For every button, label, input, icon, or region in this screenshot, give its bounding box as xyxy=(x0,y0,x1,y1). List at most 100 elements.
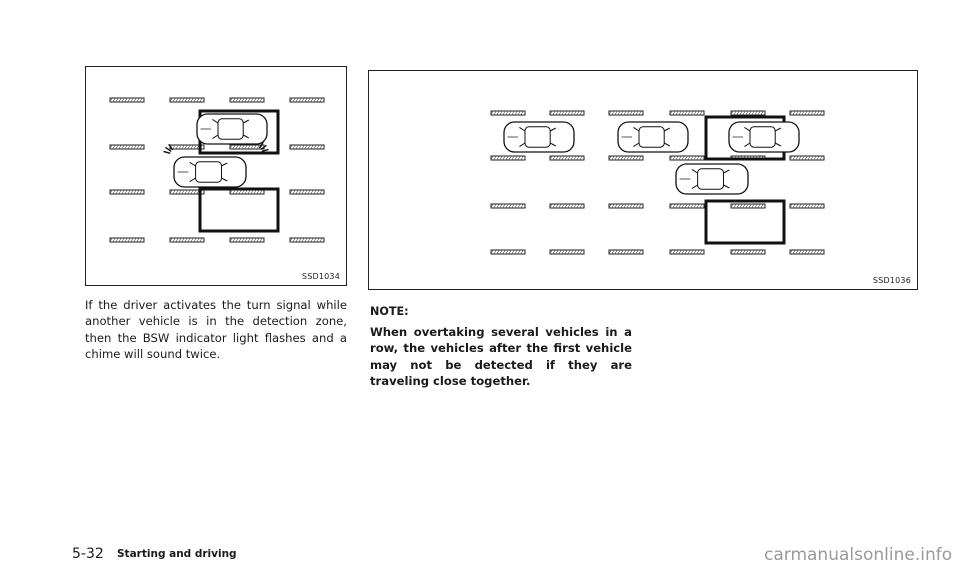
lane-marking-hatch xyxy=(638,111,642,115)
lane-marking-hatch xyxy=(253,190,257,194)
lane-marking-hatch xyxy=(760,111,764,115)
lane-marking-hatch xyxy=(611,250,615,254)
page-number: 5-32 xyxy=(72,546,104,562)
lane-marking-hatch xyxy=(579,250,583,254)
lane-marking-hatch xyxy=(130,98,134,102)
lane-marking-hatch xyxy=(199,238,203,242)
lane-marking-hatch xyxy=(301,145,305,149)
lane-marking xyxy=(789,155,825,161)
lane-marking-hatch xyxy=(745,204,749,208)
lane-marking-hatch xyxy=(564,250,568,254)
lane-marking-hatch xyxy=(736,111,740,115)
lane-marking-hatch xyxy=(819,250,823,254)
lane-marking-hatch xyxy=(292,238,296,242)
lane-marking xyxy=(608,203,644,209)
lane-marking-hatch xyxy=(632,156,636,160)
lane-marking-hatch xyxy=(570,204,574,208)
lane-marking-hatch xyxy=(798,250,802,254)
lane-marking-hatch xyxy=(238,190,242,194)
lane-marking-hatch xyxy=(733,111,737,115)
figure-code: SSD1036 xyxy=(872,276,911,285)
lane-marking-hatch xyxy=(816,111,820,115)
lane-marking-hatch xyxy=(133,98,137,102)
lane-marking-hatch xyxy=(193,238,197,242)
lane-marking-hatch xyxy=(638,204,642,208)
lane-marking-hatch xyxy=(289,145,293,149)
lane-marking-hatch xyxy=(181,238,185,242)
bsw-overtaking-illustration xyxy=(490,110,825,255)
lane-marking-hatch xyxy=(804,204,808,208)
lane-marking-hatch xyxy=(742,111,746,115)
lane-marking-hatch xyxy=(499,156,503,160)
vehicle xyxy=(196,113,268,145)
lane-marking-hatch xyxy=(807,111,811,115)
lane-marking-hatch xyxy=(118,238,122,242)
lane-marking xyxy=(608,110,644,116)
lane-marking xyxy=(490,249,526,255)
turn-signal-flash xyxy=(165,146,172,153)
lane-marking-hatch xyxy=(304,145,308,149)
detection-zone xyxy=(704,199,786,245)
lane-marking-hatch xyxy=(681,111,685,115)
lane-marking-hatch xyxy=(118,145,122,149)
lane-marking-hatch xyxy=(112,238,116,242)
lane-marking-hatch xyxy=(502,250,506,254)
lane-marking-hatch xyxy=(313,238,317,242)
lane-marking-hatch xyxy=(792,156,796,160)
lane-marking-hatch xyxy=(635,250,639,254)
lane-marking-hatch xyxy=(511,204,515,208)
lane-marking-hatch xyxy=(235,145,239,149)
lane-marking-hatch xyxy=(172,145,176,149)
lane-marking-hatch xyxy=(678,204,682,208)
lane-marking-hatch xyxy=(608,250,612,254)
vehicle-windshield xyxy=(633,126,640,132)
lane-marking-hatch xyxy=(751,111,755,115)
lane-marking-hatch xyxy=(635,204,639,208)
lane-marking-hatch xyxy=(684,156,688,160)
lane-marking-hatch xyxy=(190,98,194,102)
vehicle-rear-window xyxy=(774,127,782,132)
lane-marking-hatch xyxy=(561,204,565,208)
lane-marking-hatch xyxy=(517,204,521,208)
lane-marking-hatch xyxy=(115,145,119,149)
lane-marking-hatch xyxy=(810,204,814,208)
lane-marking-hatch xyxy=(115,190,119,194)
lane-marking-hatch xyxy=(687,111,691,115)
lane-marking-hatch xyxy=(632,250,636,254)
lane-marking-hatch xyxy=(573,111,577,115)
lane-marking-hatch xyxy=(795,204,799,208)
lane-marking-hatch xyxy=(579,111,583,115)
lane-marking-hatch xyxy=(520,111,524,115)
lane-marking-hatch xyxy=(804,250,808,254)
lane-marking-hatch xyxy=(229,190,233,194)
lane-marking-hatch xyxy=(127,145,131,149)
lane-marking-hatch xyxy=(319,98,323,102)
vehicle-rear-window xyxy=(221,177,228,182)
lane-marking-hatch xyxy=(256,98,260,102)
lane-marking-hatch xyxy=(699,156,703,160)
lane-marking-hatch xyxy=(635,156,639,160)
lane-marking-hatch xyxy=(136,145,140,149)
lane-marking-hatch xyxy=(745,111,749,115)
lane-marking-hatch xyxy=(567,156,571,160)
lane-marking-hatch xyxy=(789,250,793,254)
lane-marking-hatch xyxy=(499,204,503,208)
lane-marking-hatch xyxy=(289,238,293,242)
lane-marking-hatch xyxy=(112,98,116,102)
lane-marking-hatch xyxy=(244,238,248,242)
lane-marking-hatch xyxy=(496,250,500,254)
lane-marking-hatch xyxy=(490,156,494,160)
lane-marking-hatch xyxy=(193,145,197,149)
lane-marking-hatch xyxy=(298,145,302,149)
lane-marking-hatch xyxy=(496,111,500,115)
lane-marking-hatch xyxy=(511,111,515,115)
lane-marking-hatch xyxy=(250,98,254,102)
lane-marking-hatch xyxy=(564,204,568,208)
lane-marking-hatch xyxy=(316,145,320,149)
lane-marking-hatch xyxy=(573,250,577,254)
turn-signal-flash xyxy=(260,144,267,151)
lane-marking-hatch xyxy=(310,238,314,242)
lane-marking-hatch xyxy=(139,145,143,149)
vehicle-rear-window xyxy=(221,162,228,167)
lane-marking-hatch xyxy=(570,156,574,160)
